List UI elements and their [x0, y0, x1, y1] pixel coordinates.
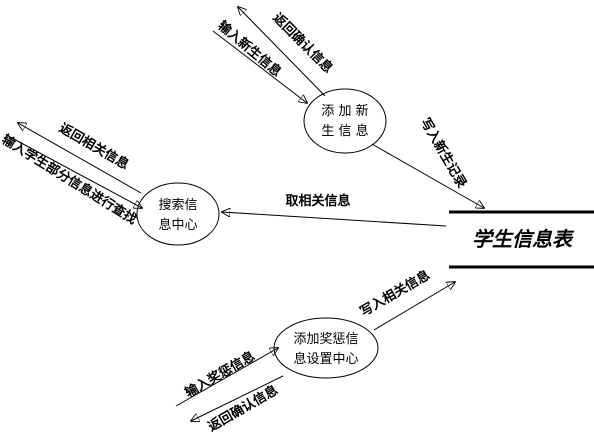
- process-search-line2: 息中心: [158, 217, 197, 233]
- process-search-center: 搜索信 息中心: [136, 182, 220, 246]
- data-store-label: 学生信息表: [472, 227, 575, 251]
- process-reward-center: 添加奖惩信 息设置中心: [273, 317, 379, 379]
- flow-return-confirm-top-arrow: [238, 7, 326, 97]
- process-search-line1: 搜索信: [158, 198, 197, 213]
- flow-input-reward-arrow: [175, 348, 278, 407]
- flow-input-new-student-arrow: [212, 30, 307, 103]
- flow-write-related-arrow: [373, 282, 455, 331]
- flow-input-new-student-label: 输入新生信息: [215, 18, 285, 80]
- data-store-student-table: 学生信息表: [449, 210, 594, 269]
- flow-fetch-related-arrow: [222, 212, 447, 227]
- flow-input-partial-label: 输入学生部分信息进行查找: [0, 131, 140, 227]
- flow-write-related-label: 写入相关信息: [357, 267, 433, 320]
- flow-write-store-top-arrow: [371, 143, 484, 208]
- flow-fetch-related-label: 取相关信息: [285, 193, 350, 209]
- process-add-new-student: 添 加 新 生 信 息: [303, 88, 387, 154]
- flow-return-related-arrow: [18, 123, 142, 194]
- process-add-new-student-line2: 生 信 息: [321, 123, 368, 139]
- flow-return-related-label: 返回相关信息: [56, 120, 132, 173]
- process-reward-line2: 息设置中心: [293, 351, 358, 367]
- flow-write-store-top-label: 写入新生记录: [417, 115, 470, 191]
- flow-input-partial-arrow: [9, 136, 142, 208]
- flow-input-reward-label: 输入奖惩信息: [182, 348, 258, 401]
- flow-return-confirm-bottom-arrow: [191, 375, 284, 421]
- process-reward-line1: 添加奖惩信: [293, 332, 358, 347]
- process-add-new-student-line1: 添 加 新: [321, 103, 368, 119]
